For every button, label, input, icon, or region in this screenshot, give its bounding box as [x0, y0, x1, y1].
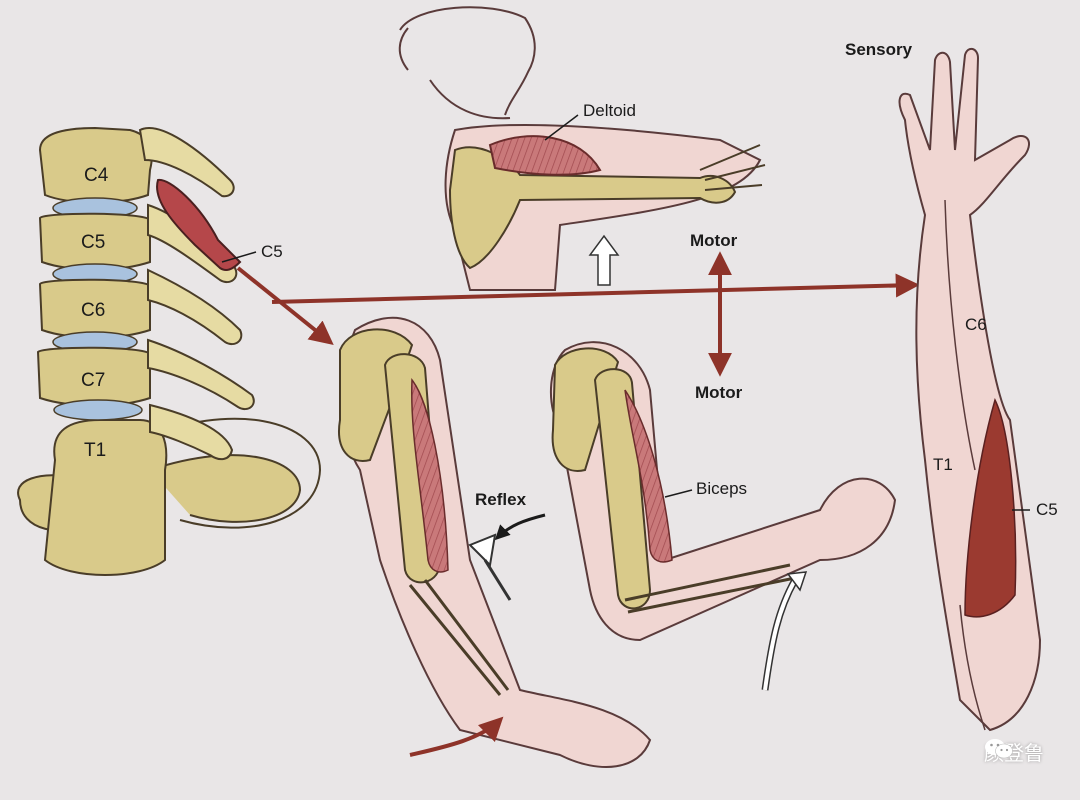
motor-lower-label: Motor [695, 383, 743, 402]
watermark: 颜登鲁 [984, 737, 1044, 766]
reflex-arm-figure [338, 316, 652, 768]
sensory-label: Sensory [845, 40, 913, 59]
nerve-pathways [236, 251, 920, 377]
vertebra-label-c7: C7 [81, 370, 105, 391]
reflex-label: Reflex [475, 490, 527, 509]
deltoid-figure [398, 6, 766, 291]
anatomy-labels: C5 Deltoid Motor Motor Biceps Reflex Sen… [221, 40, 1058, 519]
vertebra-labels: C4 C5 C6 C7 T1 [81, 165, 109, 461]
biceps-label: Biceps [696, 479, 747, 498]
wechat-icon [985, 739, 1013, 759]
dermatome-t1-label: T1 [933, 455, 953, 474]
motor-upper-label: Motor [690, 231, 738, 250]
biceps-figure [549, 341, 897, 691]
vertebra-label-c6: C6 [81, 300, 105, 321]
dermatome-c6-label: C6 [965, 315, 987, 334]
dermatome-c5-label: C5 [1036, 500, 1058, 519]
vertebra-label-c4: C4 [84, 165, 109, 186]
vertebra-label-t1: T1 [84, 440, 106, 461]
nerve-root-label: C5 [261, 242, 283, 261]
deltoid-label: Deltoid [583, 101, 636, 120]
cervical-spine [17, 126, 322, 576]
vertebra-label-c5: C5 [81, 232, 105, 253]
sensory-forearm-figure [898, 47, 1042, 732]
